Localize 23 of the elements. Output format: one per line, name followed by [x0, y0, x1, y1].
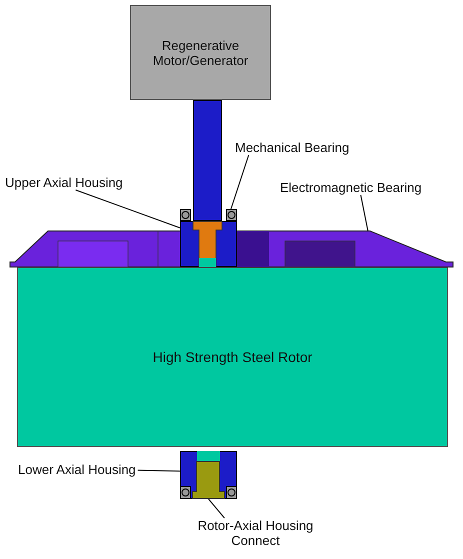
electromagnetic-bearing-part [10, 231, 453, 267]
part-name: High Strength Steel Rotor [152, 349, 314, 365]
motor-generator-box [130, 5, 271, 100]
bearing-symbol [180, 486, 191, 499]
housing-part [180, 451, 237, 499]
shaft [193, 100, 222, 221]
leader-line [230, 154, 250, 210]
part-label: Mechanical Bearing [235, 140, 350, 155]
rotor-block [17, 267, 448, 447]
leader-line [137, 470, 180, 472]
bearing-symbol [180, 209, 191, 221]
bearing-symbol [226, 486, 237, 499]
part-label: Electromagnetic Bearing [280, 180, 422, 195]
leader-line [208, 498, 225, 518]
bearing-symbol [226, 209, 237, 221]
part-label: Upper Axial Housing [5, 175, 123, 190]
part-label: Rotor-Axial Housing Connect [188, 518, 323, 548]
leader-line [360, 194, 368, 232]
housing-part [180, 221, 237, 267]
connector-part [192, 461, 225, 499]
part-label: Lower Axial Housing [18, 462, 136, 477]
part-name: Regenerative Motor/Generator [152, 38, 250, 68]
leader-line [75, 190, 180, 228]
